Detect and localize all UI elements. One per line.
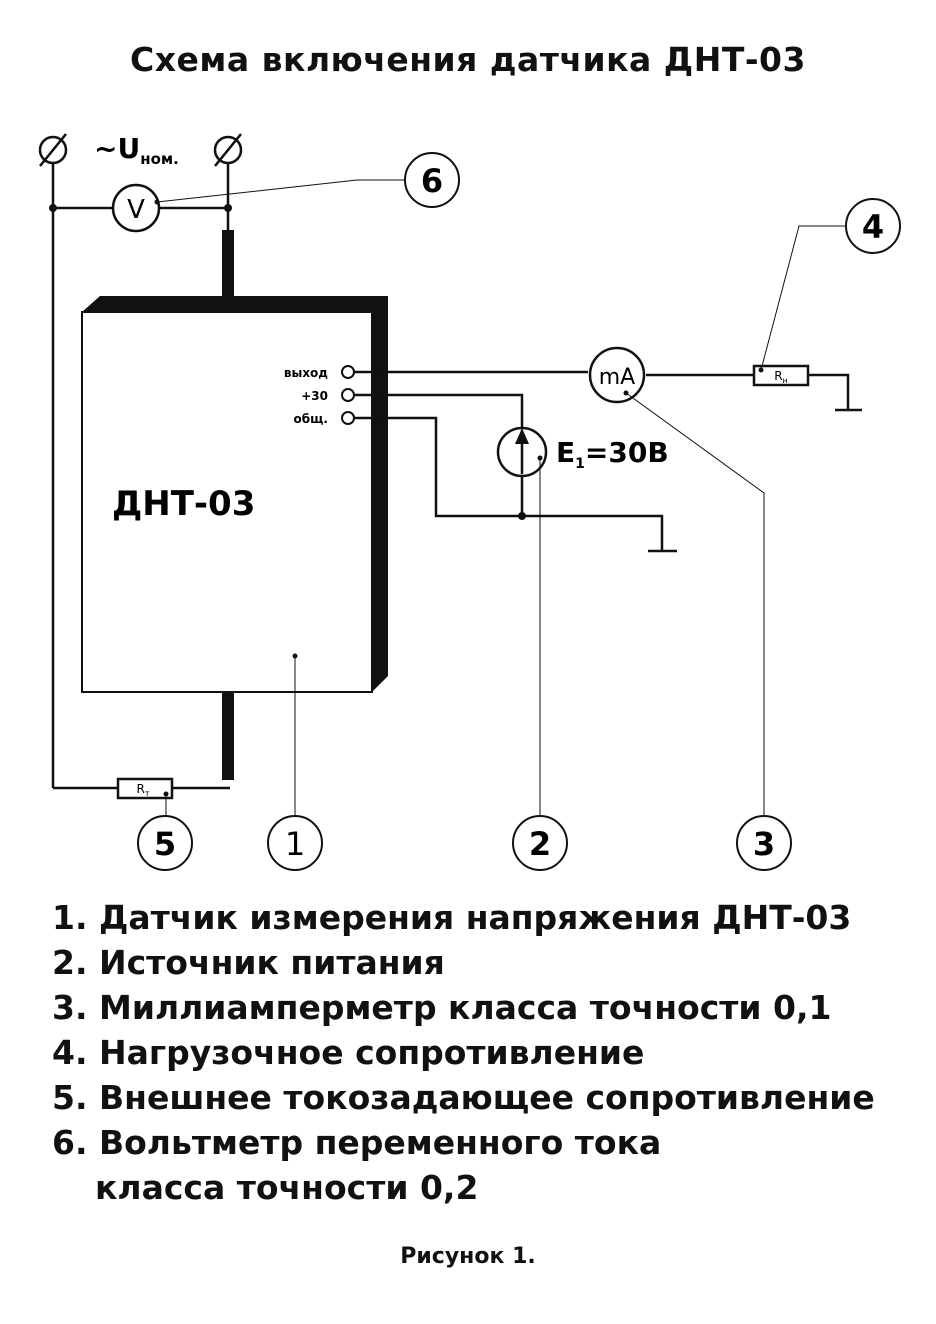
supply-terminal-right bbox=[213, 133, 243, 167]
legend-item: 4. Нагрузочное сопротивление bbox=[52, 1033, 645, 1072]
milliammeter: mA bbox=[588, 346, 646, 404]
supply-wires bbox=[51, 163, 230, 790]
legend-item: 6. Вольтметр переменного тока bbox=[52, 1123, 662, 1162]
supply-terminal-left bbox=[38, 133, 68, 167]
terminal-label-common: общ. bbox=[294, 412, 328, 426]
callout-4: 4 bbox=[845, 198, 901, 254]
device-box bbox=[81, 296, 388, 693]
callout-2: 2 bbox=[512, 815, 568, 871]
callout-3: 3 bbox=[736, 815, 792, 871]
figure-caption: Рисунок 1. bbox=[400, 1244, 536, 1269]
junction-dot bbox=[224, 204, 232, 212]
svg-text:1: 1 bbox=[285, 825, 305, 863]
terminal-output bbox=[341, 365, 355, 379]
supply-voltage-label: ~Uном. bbox=[94, 132, 179, 168]
power-source bbox=[496, 426, 548, 478]
device-name: ДНТ-03 bbox=[112, 484, 255, 524]
callout-leader-lines bbox=[156, 179, 848, 817]
svg-text:V: V bbox=[127, 195, 145, 225]
load-resistor: Rн bbox=[752, 364, 810, 387]
page-title: Схема включения датчика ДНТ-03 bbox=[130, 40, 806, 79]
callout-6: 6 bbox=[404, 152, 460, 208]
device-lead-top bbox=[222, 230, 234, 300]
legend-item: 1. Датчик измерения напряжения ДНТ-03 bbox=[52, 898, 852, 937]
component-legend: 1. Датчик измерения напряжения ДНТ-03 2.… bbox=[52, 895, 875, 1210]
svg-text:mA: mA bbox=[599, 365, 635, 390]
source-label: E1=30В bbox=[556, 436, 669, 472]
legend-item: 3. Миллиамперметр класса точности 0,1 bbox=[52, 988, 832, 1027]
current-setting-resistor: Rт bbox=[116, 777, 174, 800]
junction-dot bbox=[518, 512, 526, 520]
terminal-plus30 bbox=[341, 388, 355, 402]
svg-text:5: 5 bbox=[154, 825, 176, 863]
callout-1: 1 bbox=[267, 815, 323, 871]
legend-item-continuation: класса точности 0,2 bbox=[95, 1168, 479, 1207]
svg-text:Rт: Rт bbox=[136, 782, 149, 798]
terminal-common bbox=[341, 411, 355, 425]
voltmeter: V bbox=[111, 183, 161, 233]
junction-dot bbox=[49, 204, 57, 212]
output-circuit-wires bbox=[354, 370, 862, 553]
terminal-label-plus30: +30 bbox=[301, 389, 328, 403]
legend-item: 5. Внешнее токозадающее сопротивление bbox=[52, 1078, 875, 1117]
svg-text:6: 6 bbox=[421, 162, 443, 200]
svg-text:2: 2 bbox=[529, 825, 551, 863]
svg-text:3: 3 bbox=[753, 825, 775, 863]
callout-5: 5 bbox=[137, 815, 193, 871]
device-lead-bottom bbox=[222, 692, 234, 780]
terminal-label-output: выход bbox=[284, 366, 328, 380]
legend-item: 2. Источник питания bbox=[52, 943, 445, 982]
svg-text:4: 4 bbox=[862, 208, 884, 246]
svg-text:Rн: Rн bbox=[774, 369, 788, 385]
